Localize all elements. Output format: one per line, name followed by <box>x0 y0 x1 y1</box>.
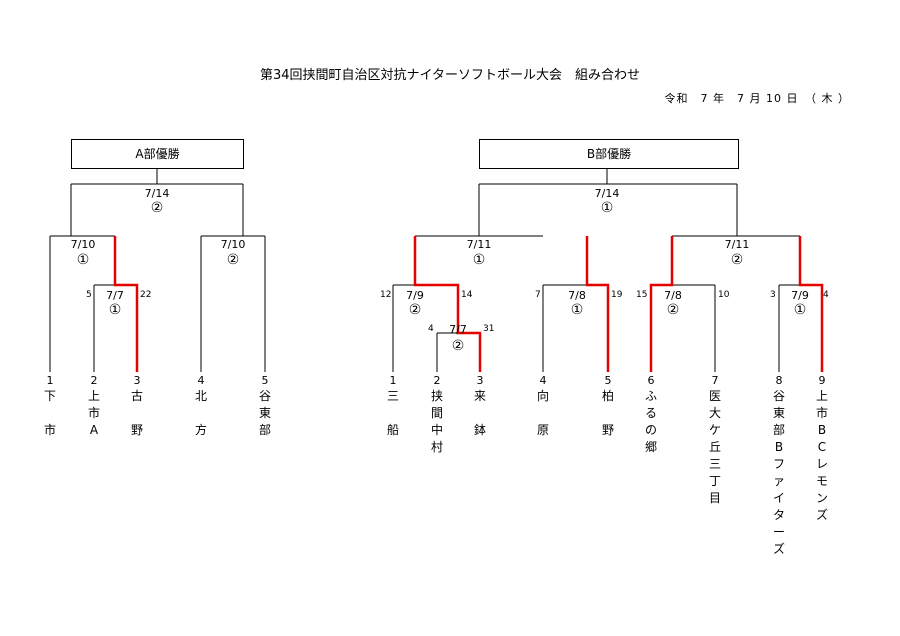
b-q1-score-left: 12 <box>380 290 392 300</box>
b-final-order: ① <box>600 200 614 216</box>
b-semi-right-order: ② <box>730 252 744 268</box>
b-q1-score-right: 14 <box>461 290 473 300</box>
teams-b-number-4: 4 <box>539 374 547 387</box>
b-semi-right-date: 7/11 <box>724 238 750 251</box>
teams-a-number-2: 2 <box>90 374 98 387</box>
b-q4-date: 7/9 <box>791 289 809 302</box>
b-q1-order: ② <box>408 302 422 318</box>
teams-a-number-4: 4 <box>197 374 205 387</box>
b-q4-score-right: 4 <box>823 290 829 300</box>
teams-a-name-5: 谷東部 <box>258 389 271 437</box>
teams-a-name-3: 古 野 <box>130 389 143 437</box>
b-q1sub-score-right: 31 <box>483 324 495 334</box>
teams-a-number-5: 5 <box>261 374 269 387</box>
b-final-date: 7/14 <box>594 187 620 200</box>
b-q3-score-left: 15 <box>636 290 648 300</box>
teams-b-name-7: 医大ケ丘三丁目 <box>708 389 721 505</box>
b-q2-score-right: 19 <box>611 290 623 300</box>
teams-b-name-6: ふるの郷 <box>644 389 657 454</box>
b-semi-left-date: 7/11 <box>466 238 492 251</box>
a-first-date: 7/7 <box>106 289 124 302</box>
b-q3-date: 7/8 <box>664 289 682 302</box>
a-winner-path <box>113 236 139 372</box>
b-q3-order: ② <box>666 302 680 318</box>
teams-a-number-3: 3 <box>133 374 141 387</box>
teams-b-name-2: 挟間中村 <box>430 389 443 454</box>
b-q2-date: 7/8 <box>568 289 586 302</box>
teams-b-number-7: 7 <box>711 374 719 387</box>
tournament-date: 令和 7 年 7 月 10 日 （ 木 ） <box>664 92 850 105</box>
teams-b-name-3: 来 鉢 <box>473 389 486 437</box>
a-final-order: ② <box>150 200 164 216</box>
a-semi-left-date: 7/10 <box>70 238 96 251</box>
teams-b-number-3: 3 <box>476 374 484 387</box>
b-q2-score-left: 7 <box>535 290 541 300</box>
b-q2-order: ① <box>570 302 584 318</box>
b-champion-box: B部優勝 <box>479 139 739 169</box>
b-q1sub-order: ② <box>451 338 465 354</box>
b-q1sub-score-left: 4 <box>428 324 434 334</box>
b-q4-score-left: 3 <box>770 290 776 300</box>
a-first-score-right: 22 <box>140 290 152 300</box>
b-winner-path-4 <box>798 236 824 372</box>
teams-b-name-4: 向 原 <box>536 389 549 437</box>
b-q3-score-right: 10 <box>718 290 730 300</box>
b-q4-order: ① <box>793 302 807 318</box>
a-semi-right-date: 7/10 <box>220 238 246 251</box>
a-semi-right-order: ② <box>226 252 240 268</box>
teams-a-number-1: 1 <box>46 374 54 387</box>
teams-b-number-5: 5 <box>604 374 612 387</box>
teams-b-name-5: 柏 野 <box>601 389 614 437</box>
teams-a-name-4: 北 方 <box>194 389 207 437</box>
teams-b-number-8: 8 <box>775 374 783 387</box>
page-title: 第34回挟間町自治区対抗ナイターソフトボール大会 組み合わせ <box>259 68 641 83</box>
teams-b-number-2: 2 <box>433 374 441 387</box>
teams-b-number-1: 1 <box>389 374 397 387</box>
teams-b-number-6: 6 <box>647 374 655 387</box>
b-winner-path-2 <box>585 236 610 372</box>
b-q1-date: 7/9 <box>406 289 424 302</box>
a-first-order: ① <box>108 302 122 318</box>
a-final-date: 7/14 <box>144 187 170 200</box>
b-winner-path-1 <box>413 236 482 372</box>
teams-b-number-9: 9 <box>818 374 826 387</box>
teams-a-name-1: 下 市 <box>43 389 56 437</box>
a-first-score-left: 5 <box>86 290 92 300</box>
b-semi-left-order: ① <box>472 252 486 268</box>
a-semi-left-order: ① <box>76 252 90 268</box>
b-q1sub-date: 7/7 <box>449 323 467 336</box>
b-winner-path-3 <box>649 236 674 372</box>
teams-b-name-1: 三 船 <box>386 389 399 437</box>
